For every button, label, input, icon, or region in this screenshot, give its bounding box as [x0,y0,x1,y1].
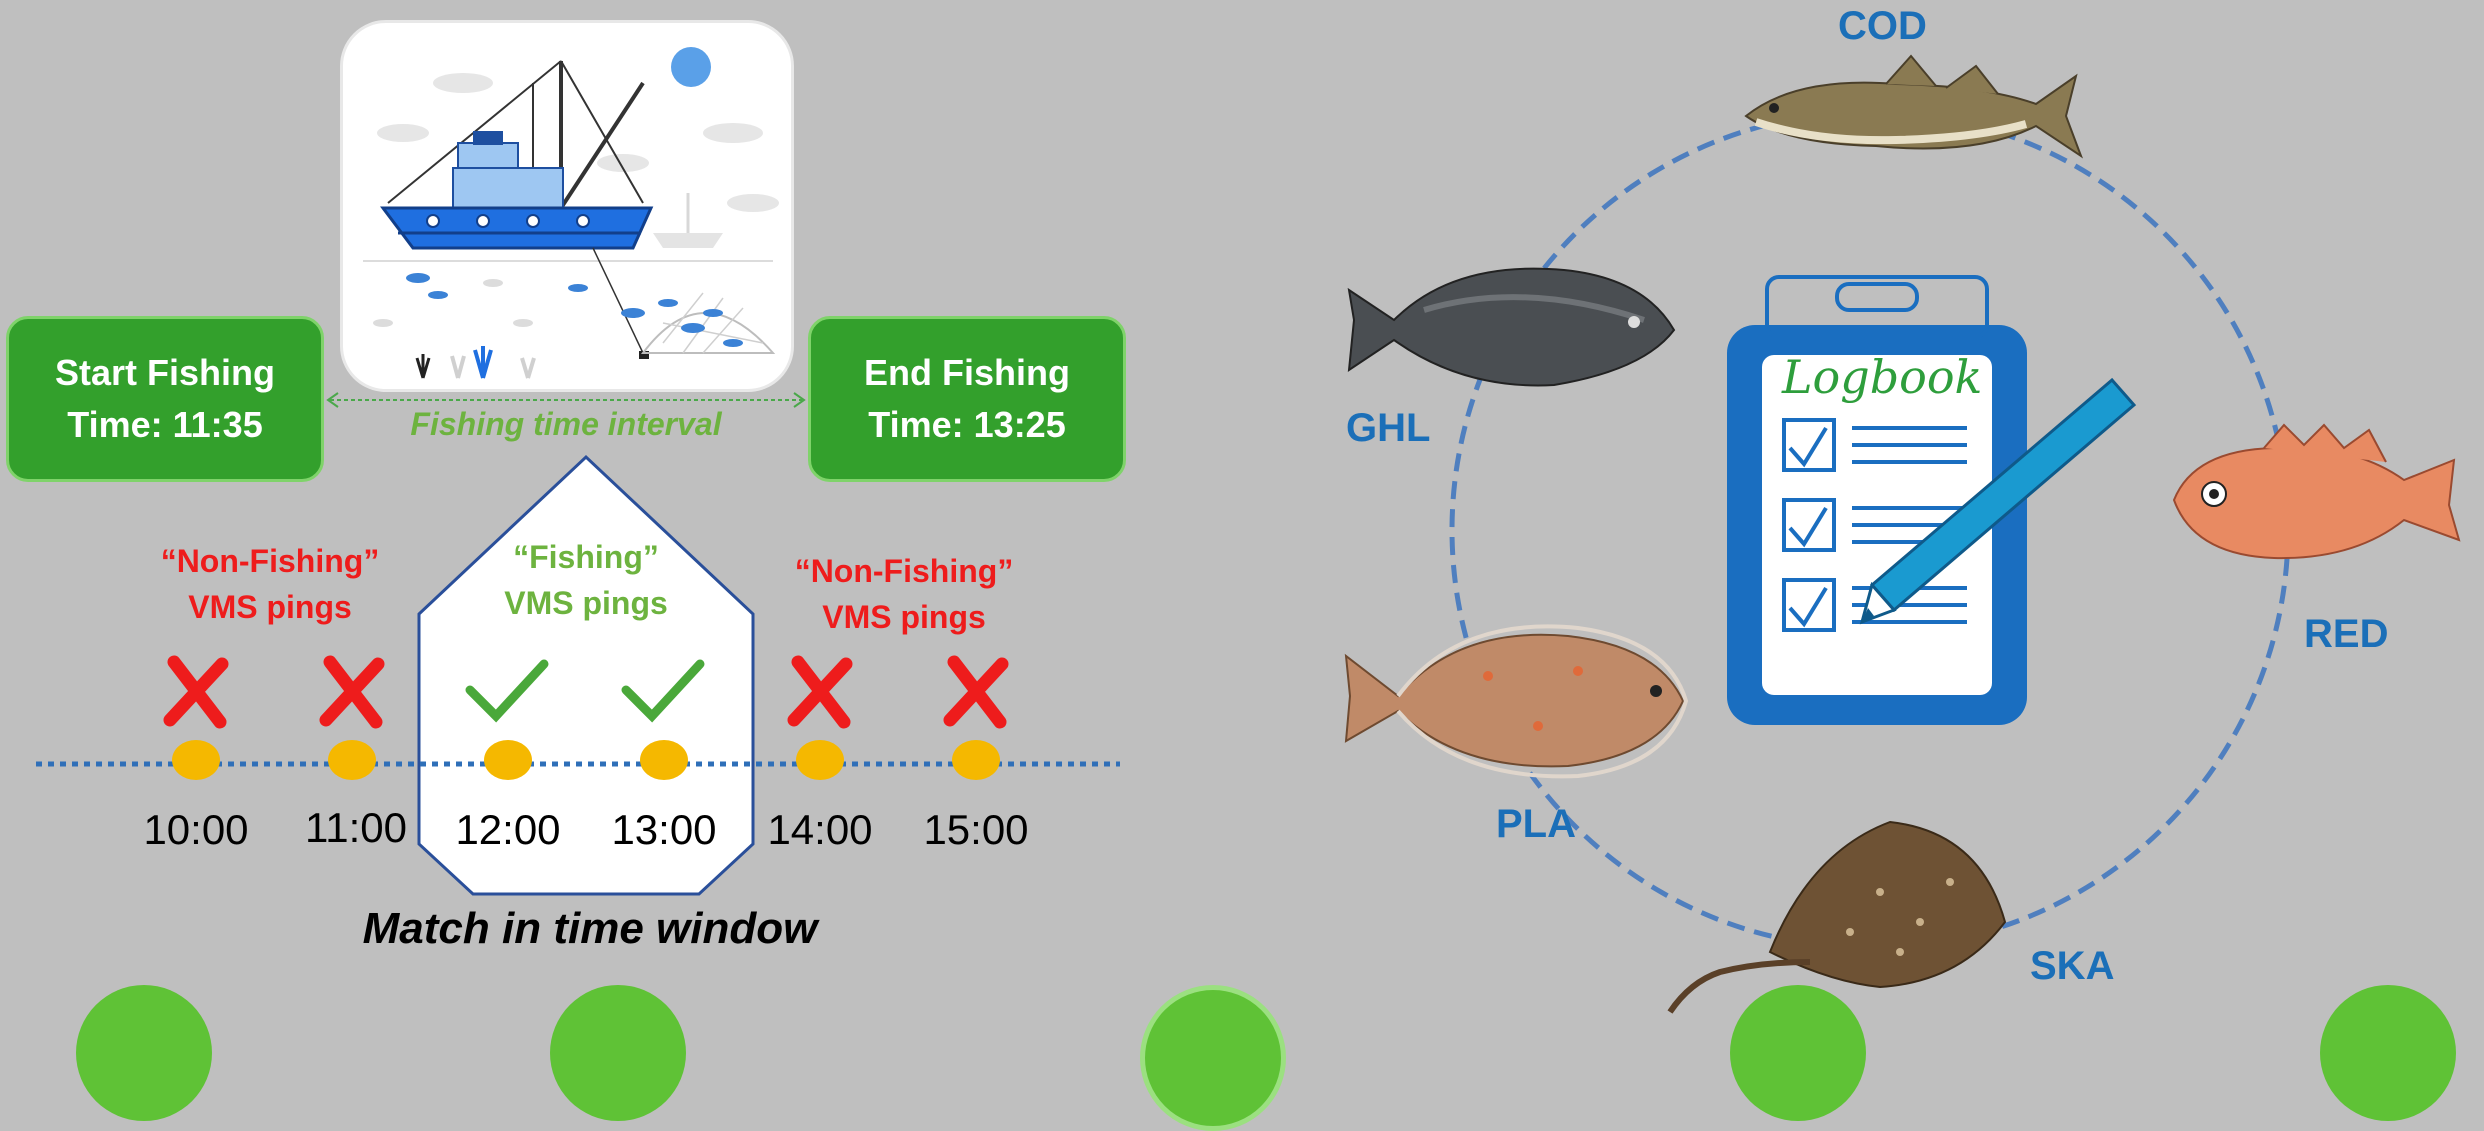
start-fishing-box: Start Fishing Time: 11:35 [6,316,324,482]
vms-ping-dot [640,740,688,780]
logbook-title: Logbook [1782,350,1982,404]
nonfishing-left-label: “Non-Fishing” VMS pings [120,538,420,630]
nonfishing-left-line1: “Non-Fishing” [120,538,420,584]
start-fishing-time: Time: 11:35 [9,399,321,451]
vms-ping-dot [328,740,376,780]
time-label: 10:00 [116,806,276,854]
fishing-line1: “Fishing” [436,534,736,580]
vessel-icon [343,23,791,389]
species-label-pla: PLA [1496,802,1576,847]
bottom-circle [76,985,212,1121]
cross-icon [170,662,222,722]
cod-fish-icon [1736,46,2088,170]
vms-ping-dot [952,740,1000,780]
pla-fish-icon [1338,616,1688,782]
species-label-ghl: GHL [1346,406,1430,451]
species-label-cod: COD [1838,4,1927,49]
end-fishing-label: End Fishing [811,347,1123,399]
time-label: 15:00 [896,806,1056,854]
end-fishing-box: End Fishing Time: 13:25 [808,316,1126,482]
fishing-vessel-illustration [340,20,794,392]
nonfishing-right-label: “Non-Fishing” VMS pings [754,548,1054,640]
species-label-red: RED [2304,612,2388,657]
nonfishing-right-line1: “Non-Fishing” [754,548,1054,594]
ska-fish-icon [1660,812,2012,1024]
bottom-circle [1140,985,1286,1131]
fishing-interval-label: Fishing time interval [324,406,808,443]
logbook-clipboard-icon [1722,270,2142,730]
vms-ping-dot [484,740,532,780]
checkmark-icon [470,664,544,716]
cross-icon [326,662,378,722]
vms-ping-dot [172,740,220,780]
nonfishing-right-line2: VMS pings [754,594,1054,640]
species-label-ska: SKA [2030,944,2114,989]
fishing-line2: VMS pings [436,580,736,626]
time-label: 13:00 [584,806,744,854]
time-label: 14:00 [740,806,900,854]
nonfishing-left-line2: VMS pings [120,584,420,630]
cross-icon [950,662,1002,722]
checkmark-icon [626,664,700,716]
start-fishing-label: Start Fishing [9,347,321,399]
bottom-circle [2320,985,2456,1121]
fishing-label: “Fishing” VMS pings [436,534,736,626]
time-label: 11:00 [276,804,436,852]
match-caption: Match in time window [300,904,880,954]
bottom-circle [550,985,686,1121]
end-fishing-time: Time: 13:25 [811,399,1123,451]
red-fish-icon [2154,420,2464,578]
ghl-fish-icon [1344,250,1680,398]
cross-icon [794,662,846,722]
time-label: 12:00 [428,806,588,854]
vms-ping-dot [796,740,844,780]
timeline [0,650,1130,780]
